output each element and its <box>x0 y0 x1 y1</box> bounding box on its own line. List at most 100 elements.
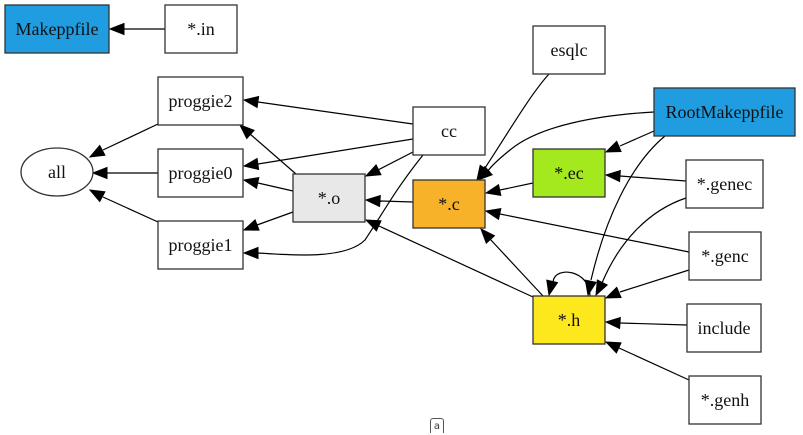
edge-cc-to-proggie0 <box>242 138 414 171</box>
edge-proggie0-to-all <box>91 166 158 180</box>
edge-line <box>102 196 159 223</box>
edge-in-to-makeppfile <box>108 22 165 36</box>
arrowhead-icon <box>242 157 260 171</box>
arrowhead-icon <box>484 183 502 197</box>
node-cc[interactable]: cc <box>412 106 486 156</box>
node-genc[interactable]: *.genc <box>688 231 762 281</box>
edge-line <box>484 73 550 169</box>
edge-line <box>249 133 297 175</box>
node-proggie2[interactable]: proggie2 <box>157 76 244 126</box>
node-ec[interactable]: *.ec <box>532 148 606 198</box>
arrowhead-icon <box>604 140 622 153</box>
edge-line <box>257 101 414 125</box>
arrowhead-icon <box>595 279 609 297</box>
edge-line <box>499 182 534 191</box>
edge-genc-to-c <box>484 207 690 253</box>
arrowhead-icon <box>584 279 597 297</box>
node-shape <box>685 159 764 209</box>
node-genec[interactable]: *.genec <box>685 159 764 209</box>
node-shape <box>688 375 762 425</box>
edge-h-to-h <box>546 271 591 297</box>
node-o[interactable]: *.o <box>292 173 366 223</box>
node-proggie0[interactable]: proggie0 <box>157 148 244 198</box>
edge-proggie2-to-all <box>88 123 159 158</box>
edge-genc-to-h <box>604 269 690 299</box>
edge-proggie1-to-all <box>88 189 159 223</box>
arrowhead-icon <box>242 95 260 109</box>
node-label: include <box>698 318 751 338</box>
arrowhead-icon <box>604 341 622 354</box>
node-label: esqlc <box>551 40 588 60</box>
edge-line <box>618 347 690 381</box>
node-shape <box>157 220 244 270</box>
edge-genec-to-h <box>595 197 687 297</box>
edge-line <box>256 211 294 226</box>
node-label: cc <box>441 121 457 141</box>
node-label: Makeppfile <box>16 19 99 39</box>
edge-cc-to-o <box>364 151 414 177</box>
node-proggie1[interactable]: proggie1 <box>157 220 244 270</box>
node-rootmakeppfile[interactable]: RootMakeppfile <box>653 87 796 137</box>
node-all[interactable]: all <box>20 147 94 197</box>
arrowhead-icon <box>476 165 493 181</box>
arrowhead-icon <box>480 227 496 244</box>
node-label: proggie2 <box>169 91 233 111</box>
node-h[interactable]: *.h <box>532 295 606 345</box>
node-label: *.h <box>558 310 581 330</box>
node-label: *.genh <box>701 390 750 410</box>
edge-c-to-o <box>364 194 414 208</box>
node-shape <box>532 25 606 75</box>
arrowhead-icon <box>604 286 622 299</box>
node-shape <box>157 76 244 126</box>
node-label: *.genc <box>701 246 748 266</box>
node-shape <box>412 106 486 156</box>
node-label: all <box>48 162 66 182</box>
arrowhead-icon <box>88 189 106 203</box>
node-include[interactable]: include <box>686 303 762 353</box>
edge-line <box>257 138 414 165</box>
node-label: *.genec <box>697 174 752 194</box>
node-shape <box>532 148 606 198</box>
arrowhead-icon <box>604 316 621 330</box>
arrowhead-icon <box>242 218 260 231</box>
node-label: *.o <box>318 188 341 208</box>
edge-rootmakeppfile-to-ec <box>604 130 655 153</box>
edge-o-to-proggie0 <box>242 176 294 192</box>
node-makeppfile[interactable]: Makeppfile <box>4 4 110 54</box>
node-shape <box>686 303 762 353</box>
arrowhead-icon <box>91 166 108 180</box>
edge-cc-to-proggie1 <box>242 154 424 260</box>
node-esqlc[interactable]: esqlc <box>532 25 606 75</box>
node-genh[interactable]: *.genh <box>688 375 762 425</box>
node-shape <box>412 179 486 229</box>
arrowhead-icon <box>364 163 382 177</box>
node-label: *.c <box>438 194 460 214</box>
edge-line <box>379 200 414 203</box>
node-shape <box>653 87 796 137</box>
node-label: *.in <box>187 19 215 39</box>
edge-line <box>601 197 687 284</box>
node-shape <box>157 148 244 198</box>
edge-o-to-proggie1 <box>242 211 294 231</box>
edge-h-to-o <box>364 219 534 298</box>
edge-line <box>102 123 159 151</box>
node-shape <box>20 147 94 197</box>
edge-line <box>486 111 655 173</box>
edge-line <box>257 182 294 192</box>
edge-line <box>377 151 414 171</box>
footer-badge[interactable]: a <box>430 418 444 433</box>
edge-cc-to-proggie2 <box>242 95 414 125</box>
node-in[interactable]: *.in <box>164 4 238 54</box>
arrowhead-icon <box>238 124 255 140</box>
arrowhead-icon <box>364 219 382 232</box>
arrowhead-icon <box>484 207 502 221</box>
arrowhead-icon <box>108 22 125 36</box>
node-label: proggie0 <box>169 163 233 183</box>
edge-line <box>378 225 534 298</box>
nodes-layer: Makeppfile *.in proggie2 all proggie0 proggie… <box>4 4 796 425</box>
edge-include-to-h <box>604 316 688 330</box>
node-c[interactable]: *.c <box>412 179 486 229</box>
edge-o-to-proggie2 <box>238 124 297 175</box>
edge-ec-to-c <box>484 182 534 197</box>
